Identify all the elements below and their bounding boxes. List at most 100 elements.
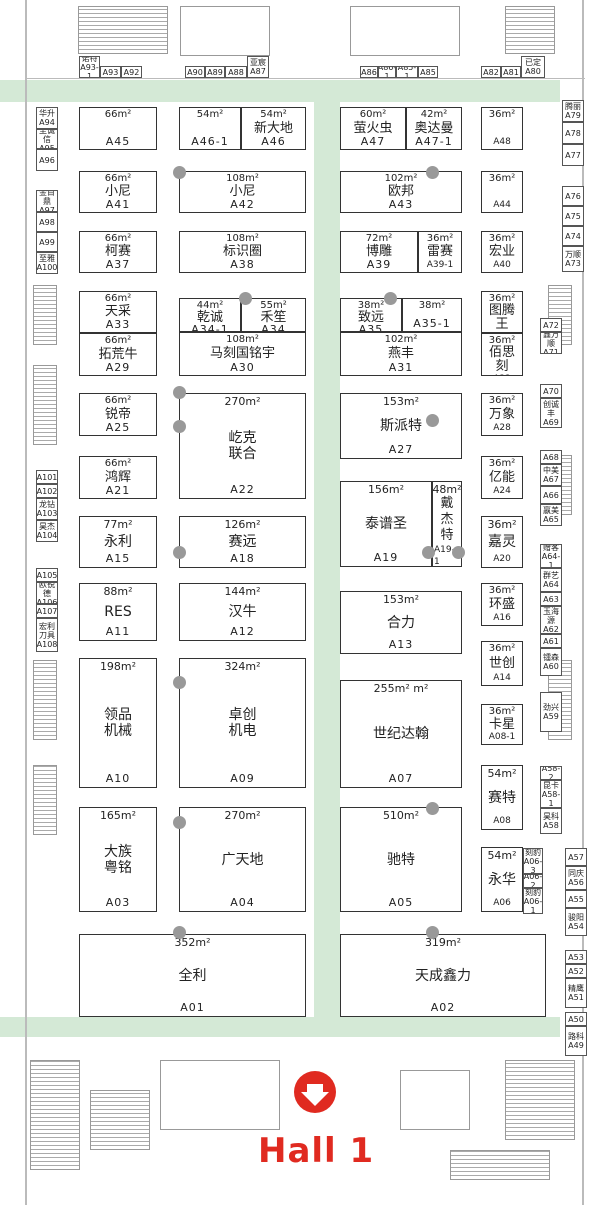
wall-booth-a86-1[interactable]: A86-1 bbox=[378, 66, 396, 78]
wall-booth-a60[interactable]: 镭森 A60 bbox=[540, 648, 562, 676]
wall-booth-a98[interactable]: A98 bbox=[36, 212, 58, 232]
wall-booth-a97[interactable]: 金目鼎 A97 bbox=[36, 190, 58, 212]
wall-booth-a56[interactable]: 同庆 A56 bbox=[565, 866, 587, 890]
wall-booth-a103[interactable]: 龙钻 A103 bbox=[36, 498, 58, 520]
wall-booth-a53[interactable]: A53 bbox=[565, 950, 587, 964]
wall-booth-a105[interactable]: A105 bbox=[36, 568, 58, 582]
wall-booth-a93[interactable]: A93 bbox=[100, 66, 121, 78]
wall-booth-a102[interactable]: A102 bbox=[36, 484, 58, 498]
wall-booth-a73[interactable]: 万顺 A73 bbox=[562, 246, 584, 272]
wall-booth-a78[interactable]: A78 bbox=[562, 122, 584, 144]
wall-booth-a87[interactable]: 亚宸 A87 bbox=[247, 56, 269, 78]
wall-booth-a75[interactable]: A75 bbox=[562, 206, 584, 226]
wall-booth-a99[interactable]: A99 bbox=[36, 232, 58, 252]
wall-booth-a71[interactable]: 鑫万顺 A71 bbox=[540, 332, 562, 354]
wall-booth-a65[interactable]: 嬴美 A65 bbox=[540, 504, 562, 526]
wall-booth-a61[interactable]: A61 bbox=[540, 634, 562, 648]
wall-booth-a76[interactable]: A76 bbox=[562, 186, 584, 206]
wall-booth-a81[interactable]: A81 bbox=[501, 66, 521, 78]
booth-a32[interactable]: 36m²佰思刻A32 bbox=[481, 333, 523, 376]
wall-booth-a85[interactable]: A85 bbox=[418, 66, 438, 78]
wall-booth-a06-1[interactable]: 刻豹 A06-1 bbox=[523, 888, 543, 914]
wall-booth-a70[interactable]: A70 bbox=[540, 384, 562, 398]
wall-booth-a88[interactable]: A88 bbox=[225, 66, 247, 78]
wall-booth-a64[interactable]: 群艺 A64 bbox=[540, 568, 562, 592]
wall-booth-a80[interactable]: 已定 A80 bbox=[521, 56, 545, 78]
wall-booth-a55[interactable]: A55 bbox=[565, 890, 587, 908]
wall-booth-a86[interactable]: A86 bbox=[360, 66, 378, 78]
wall-booth-a69[interactable]: 创诚丰 A69 bbox=[540, 398, 562, 428]
wall-booth-a95[interactable]: 至诚信 A95 bbox=[36, 129, 58, 149]
wall-booth-a58[interactable]: 昊科 A58 bbox=[540, 808, 562, 834]
wall-booth-a101[interactable]: A101 bbox=[36, 470, 58, 484]
wall-booth-a77[interactable]: A77 bbox=[562, 144, 584, 166]
wall-booth-a58-1[interactable]: 昆卡 A58-1 bbox=[540, 780, 562, 808]
wall-booth-a62[interactable]: 玉海源 A62 bbox=[540, 606, 562, 634]
wall-booth-a96[interactable]: A96 bbox=[36, 149, 58, 171]
wall-booth-a90[interactable]: A90 bbox=[185, 66, 205, 78]
wall-booth-a106[interactable]: 欧锐德 A106 bbox=[36, 582, 58, 604]
wall-booth-a79[interactable]: 腾丽 A79 bbox=[562, 100, 584, 122]
wall-booth-a54[interactable]: 骏阳 A54 bbox=[565, 908, 587, 936]
wall-booth-a66[interactable]: A66 bbox=[540, 486, 562, 504]
wall-booth-a64-1[interactable]: 赠客 A64-1 bbox=[540, 544, 562, 568]
wall-booth-a100[interactable]: 至雅 A100 bbox=[36, 252, 58, 274]
wall-booth-a92[interactable]: A92 bbox=[121, 66, 142, 78]
wall-booth-a74[interactable]: A74 bbox=[562, 226, 584, 246]
wall-booth-a06-3[interactable]: 刻豹 A06-3 bbox=[523, 848, 543, 874]
wall-booth-a50[interactable]: A50 bbox=[565, 1012, 587, 1026]
wall-booth-a108[interactable]: 宏利刀具 A108 bbox=[36, 618, 58, 652]
wall-booth-a82[interactable]: A82 bbox=[481, 66, 501, 78]
wall-booth-a57[interactable]: A57 bbox=[565, 848, 587, 866]
wall-booth-a93-1[interactable]: 诺特 A93-1 bbox=[79, 56, 100, 78]
wall-booth-a52[interactable]: A52 bbox=[565, 964, 587, 978]
wall-booth-a94[interactable]: 华升 A94 bbox=[36, 107, 58, 129]
wall-booth-a59[interactable]: 劲兴 A59 bbox=[540, 692, 562, 732]
wall-booth-a58-2[interactable]: A58-2 bbox=[540, 766, 562, 780]
wall-booth-a51[interactable]: 精鹰 A51 bbox=[565, 978, 587, 1008]
wall-booth-a107[interactable]: A107 bbox=[36, 604, 58, 618]
wall-booth-a104[interactable]: 昊杰 A104 bbox=[36, 520, 58, 542]
wall-booth-a89[interactable]: A89 bbox=[205, 66, 225, 78]
wall-booth-a06-2[interactable]: A06-2 bbox=[523, 874, 543, 888]
